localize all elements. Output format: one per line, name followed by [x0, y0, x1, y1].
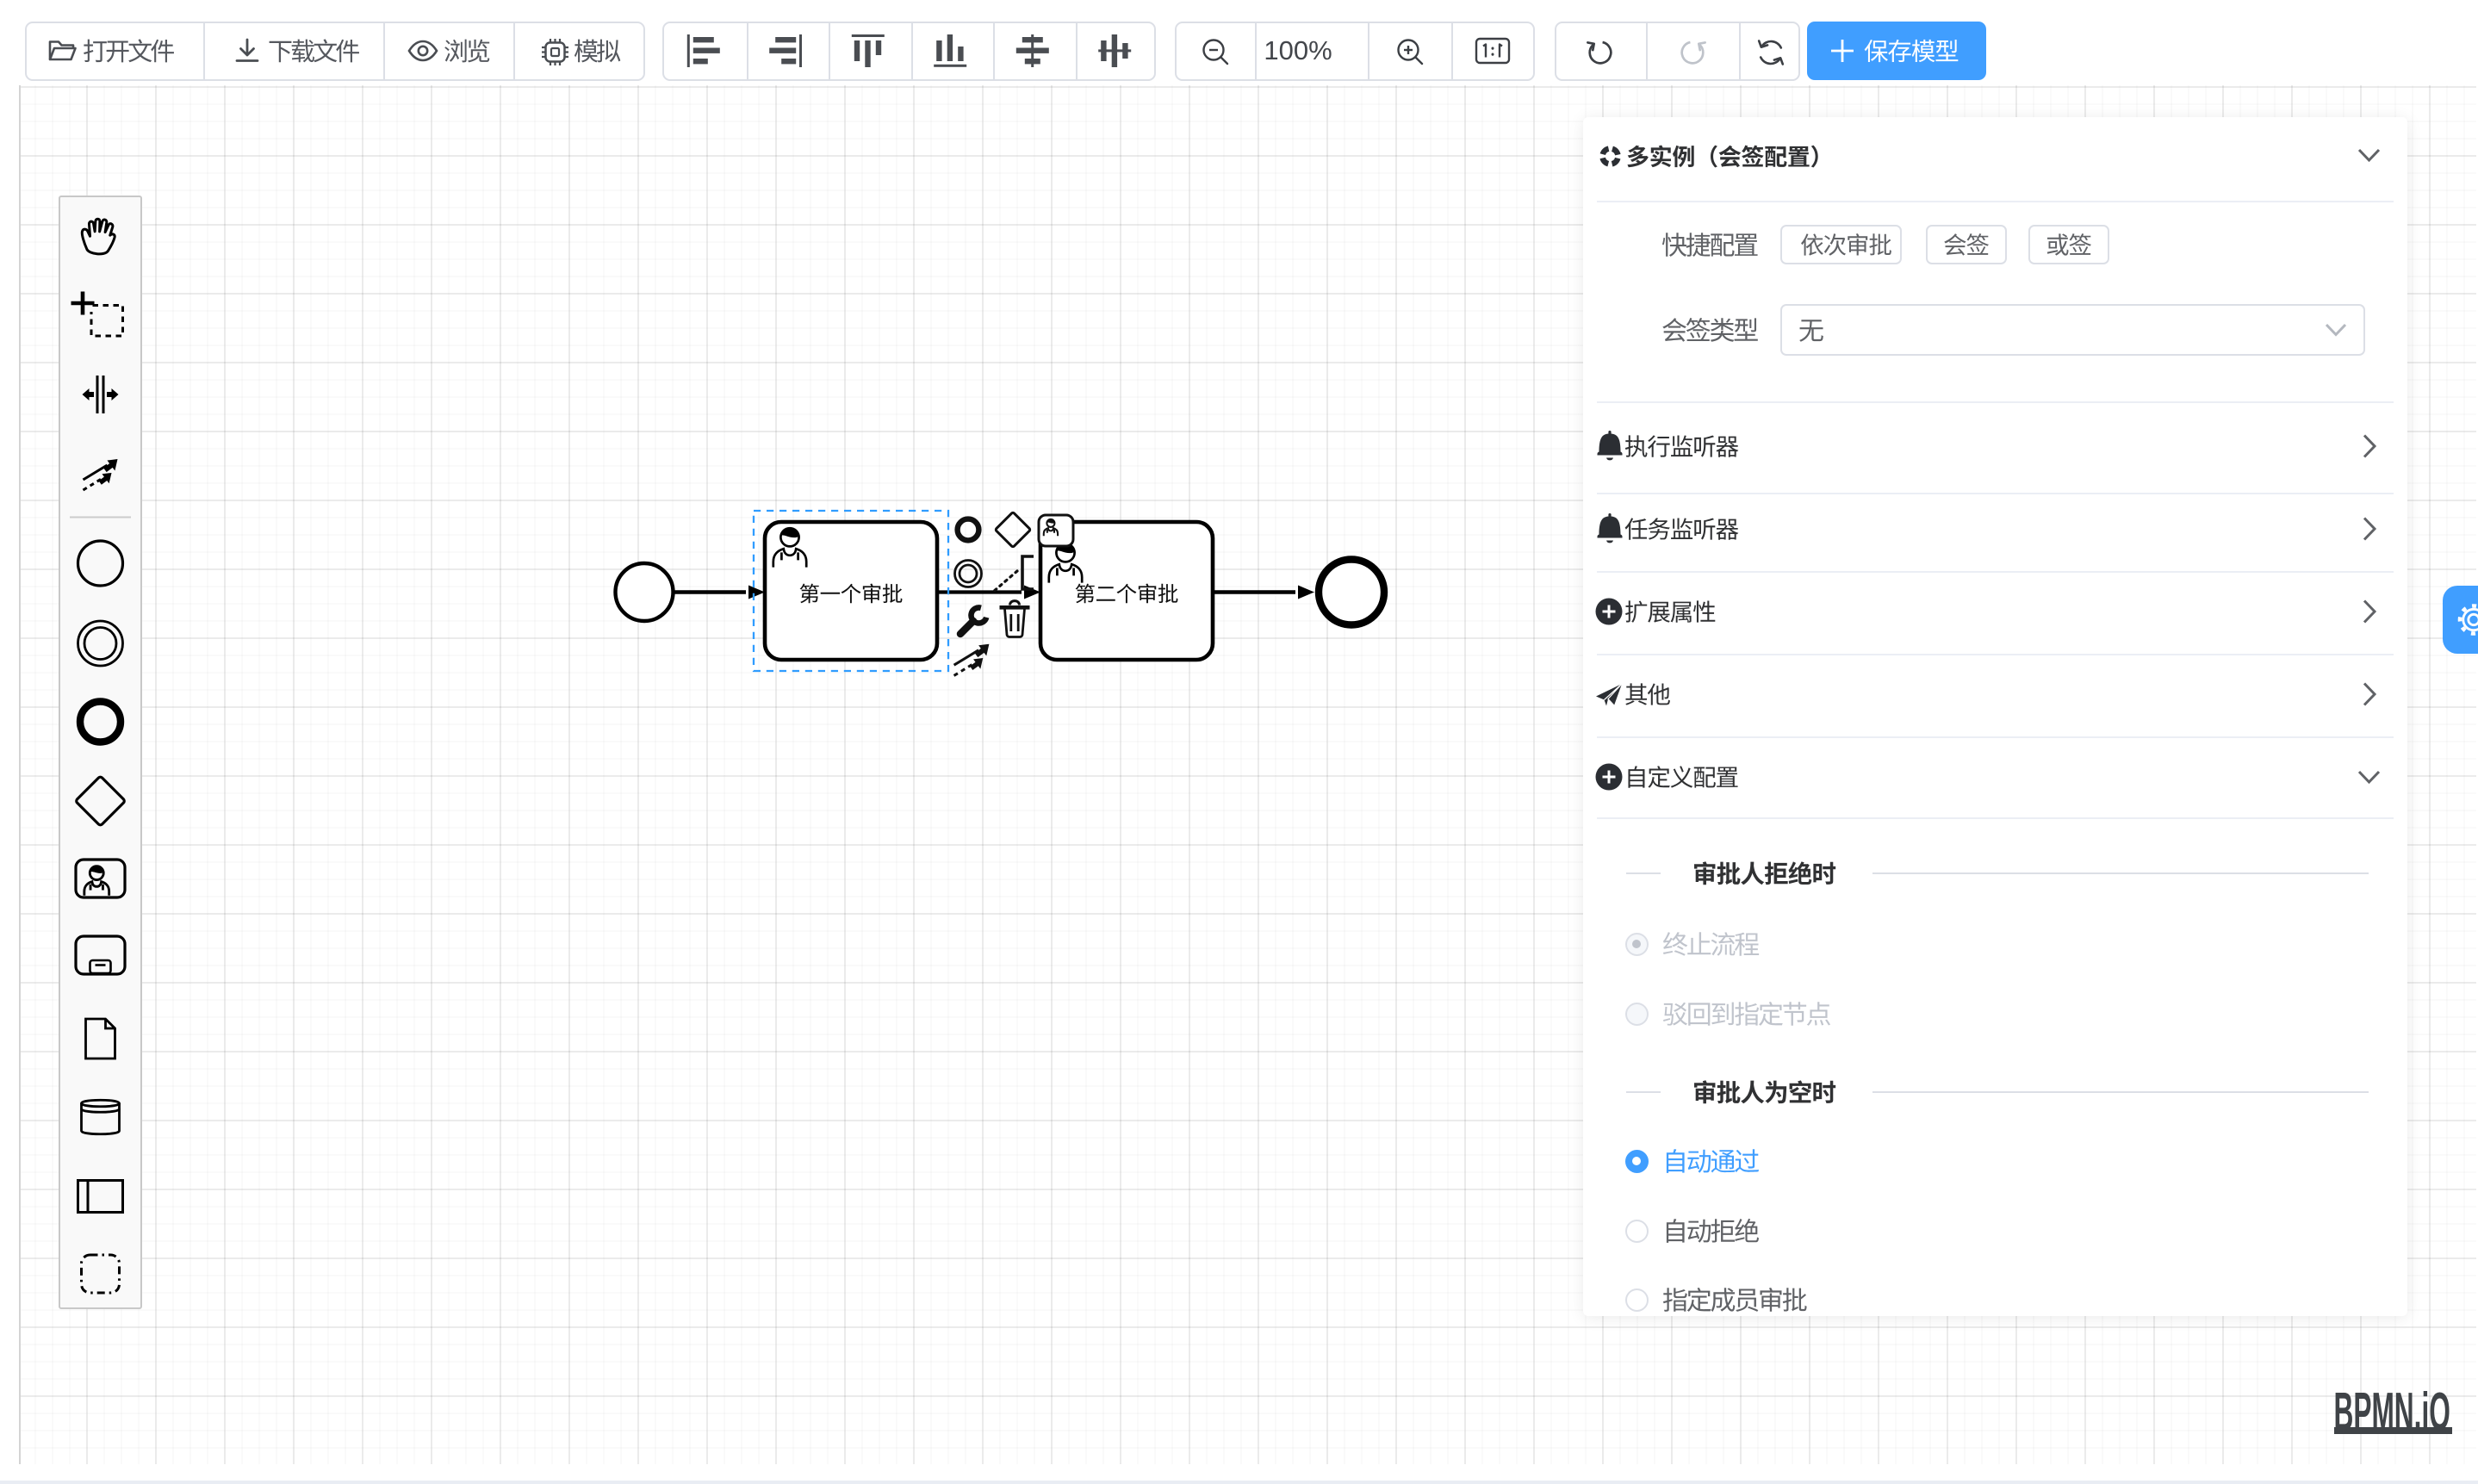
svg-text:BPMN.iO: BPMN.iO [2334, 1383, 2450, 1442]
